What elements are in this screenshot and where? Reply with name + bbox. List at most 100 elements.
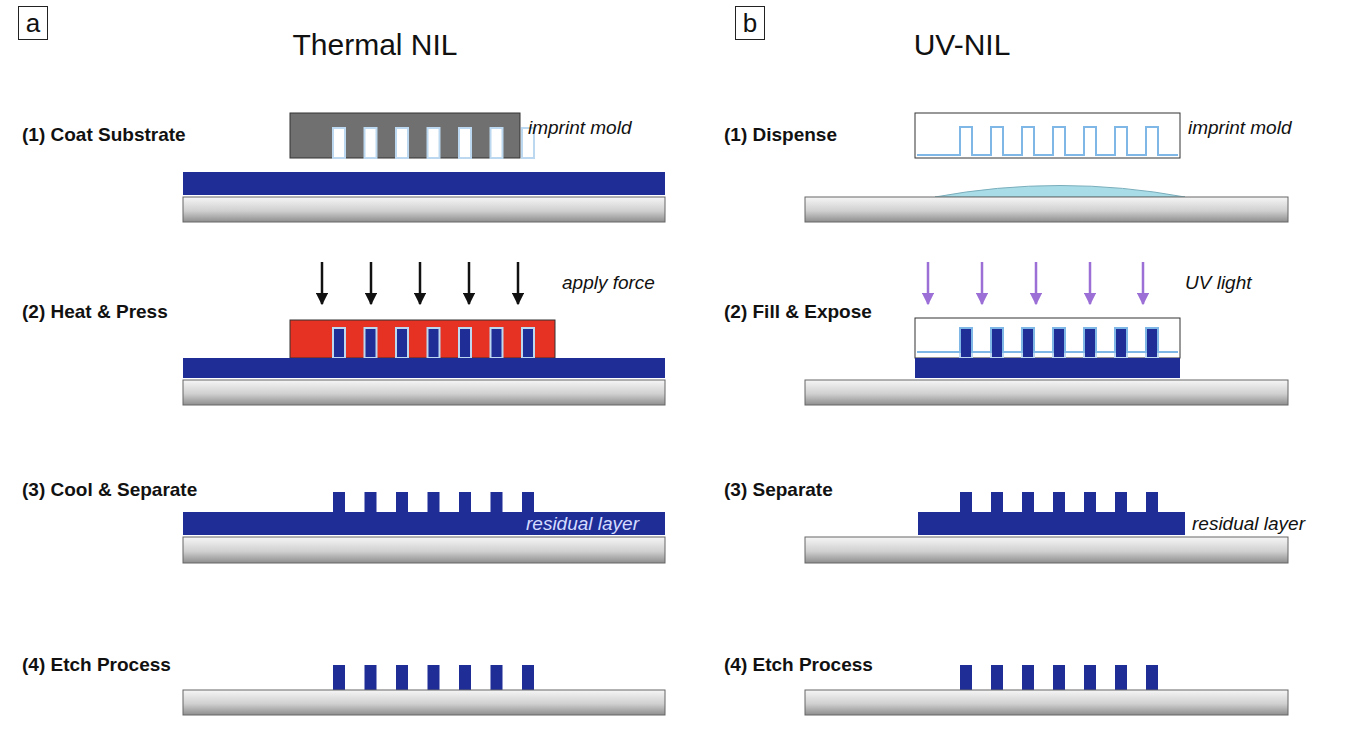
resist-feature <box>428 492 440 513</box>
force-arrow <box>1089 262 1092 304</box>
filled-cavity <box>428 328 440 358</box>
force-arrow <box>927 262 930 304</box>
substrate <box>805 690 1288 715</box>
etched-feature <box>1022 665 1034 690</box>
etched-feature <box>333 665 345 690</box>
panel-letter: a <box>26 10 40 36</box>
filled-cavity <box>522 328 534 358</box>
resist-feature <box>491 492 503 513</box>
etched-feature <box>1084 665 1096 690</box>
resist-layer <box>915 358 1180 378</box>
substrate <box>183 197 665 222</box>
imprint-mold <box>915 318 1180 358</box>
etched-feature <box>396 665 408 690</box>
etched-feature <box>1053 665 1065 690</box>
step-label: (4) Etch Process <box>724 654 873 676</box>
step-label: (3) Separate <box>724 479 833 501</box>
residual-layer <box>918 512 1185 535</box>
panel-title: Thermal NIL <box>292 28 457 63</box>
panel-letter: b <box>743 10 757 36</box>
etched-feature <box>365 665 377 690</box>
filled-cavity <box>459 328 471 358</box>
resist-feature <box>333 492 345 513</box>
force-arrow <box>468 262 471 304</box>
force-arrow <box>321 262 324 304</box>
force-arrow <box>1035 262 1038 304</box>
etched-feature <box>428 665 440 690</box>
mold-cavity <box>459 128 471 158</box>
resist-feature <box>1053 492 1065 513</box>
resist-feature <box>991 492 1003 513</box>
substrate <box>183 537 665 563</box>
etched-feature <box>459 665 471 690</box>
panel-title: UV-NIL <box>914 28 1011 63</box>
resist-feature <box>365 492 377 513</box>
annotation: UV light <box>1185 272 1252 294</box>
filled-cavity <box>1022 328 1034 358</box>
annotation: imprint mold <box>1188 117 1291 139</box>
step-label: (3) Cool & Separate <box>22 479 197 501</box>
annotation: residual layer <box>1192 513 1305 535</box>
filled-cavity <box>365 328 377 358</box>
mold-cavity <box>333 128 345 158</box>
force-arrow <box>419 262 422 304</box>
force-arrow <box>1142 262 1145 304</box>
mold-profile <box>917 127 1178 155</box>
filled-cavity <box>491 328 503 358</box>
step-label: (2) Heat & Press <box>22 301 168 323</box>
panel-letter-box: a <box>18 6 48 40</box>
filled-cavity <box>396 328 408 358</box>
step-label: (1) Dispense <box>724 124 837 146</box>
etched-feature <box>522 665 534 690</box>
step-label: (4) Etch Process <box>22 654 171 676</box>
filled-cavity <box>333 328 345 358</box>
substrate <box>805 380 1288 405</box>
resist-layer <box>183 358 665 378</box>
filled-cavity <box>1146 328 1158 358</box>
filled-cavity <box>1053 328 1065 358</box>
mold-cavity <box>491 128 503 158</box>
heated-mold <box>290 320 555 358</box>
panel-letter-box: b <box>735 6 765 40</box>
substrate <box>805 197 1288 222</box>
resist-feature <box>960 492 972 513</box>
mold-cavity <box>396 128 408 158</box>
imprint-mold <box>290 113 520 158</box>
resist-feature <box>1146 492 1158 513</box>
filled-cavity <box>1115 328 1127 358</box>
resist-droplet <box>935 186 1185 198</box>
substrate <box>805 537 1288 563</box>
resist-layer <box>183 172 665 195</box>
force-arrow <box>517 262 520 304</box>
annotation: apply force <box>562 272 655 294</box>
substrate <box>183 380 665 405</box>
etched-feature <box>991 665 1003 690</box>
annotation: residual layer <box>526 513 639 535</box>
resist-feature <box>522 492 534 513</box>
force-arrow <box>981 262 984 304</box>
imprint-mold <box>915 113 1180 158</box>
annotation: imprint mold <box>528 117 631 139</box>
etched-feature <box>1115 665 1127 690</box>
filled-cavity <box>991 328 1003 358</box>
step-label: (2) Fill & Expose <box>724 301 872 323</box>
mold-cavity <box>428 128 440 158</box>
resist-feature <box>1084 492 1096 513</box>
resist-feature <box>396 492 408 513</box>
mold-profile <box>917 328 1178 352</box>
etched-feature <box>960 665 972 690</box>
substrate <box>183 690 665 715</box>
etched-feature <box>491 665 503 690</box>
etched-feature <box>1146 665 1158 690</box>
resist-feature <box>1022 492 1034 513</box>
resist-feature <box>459 492 471 513</box>
filled-cavity <box>960 328 972 358</box>
force-arrow <box>370 262 373 304</box>
filled-cavity <box>1084 328 1096 358</box>
mold-cavity <box>365 128 377 158</box>
residual-layer <box>183 512 665 535</box>
step-label: (1) Coat Substrate <box>22 124 186 146</box>
resist-feature <box>1115 492 1127 513</box>
